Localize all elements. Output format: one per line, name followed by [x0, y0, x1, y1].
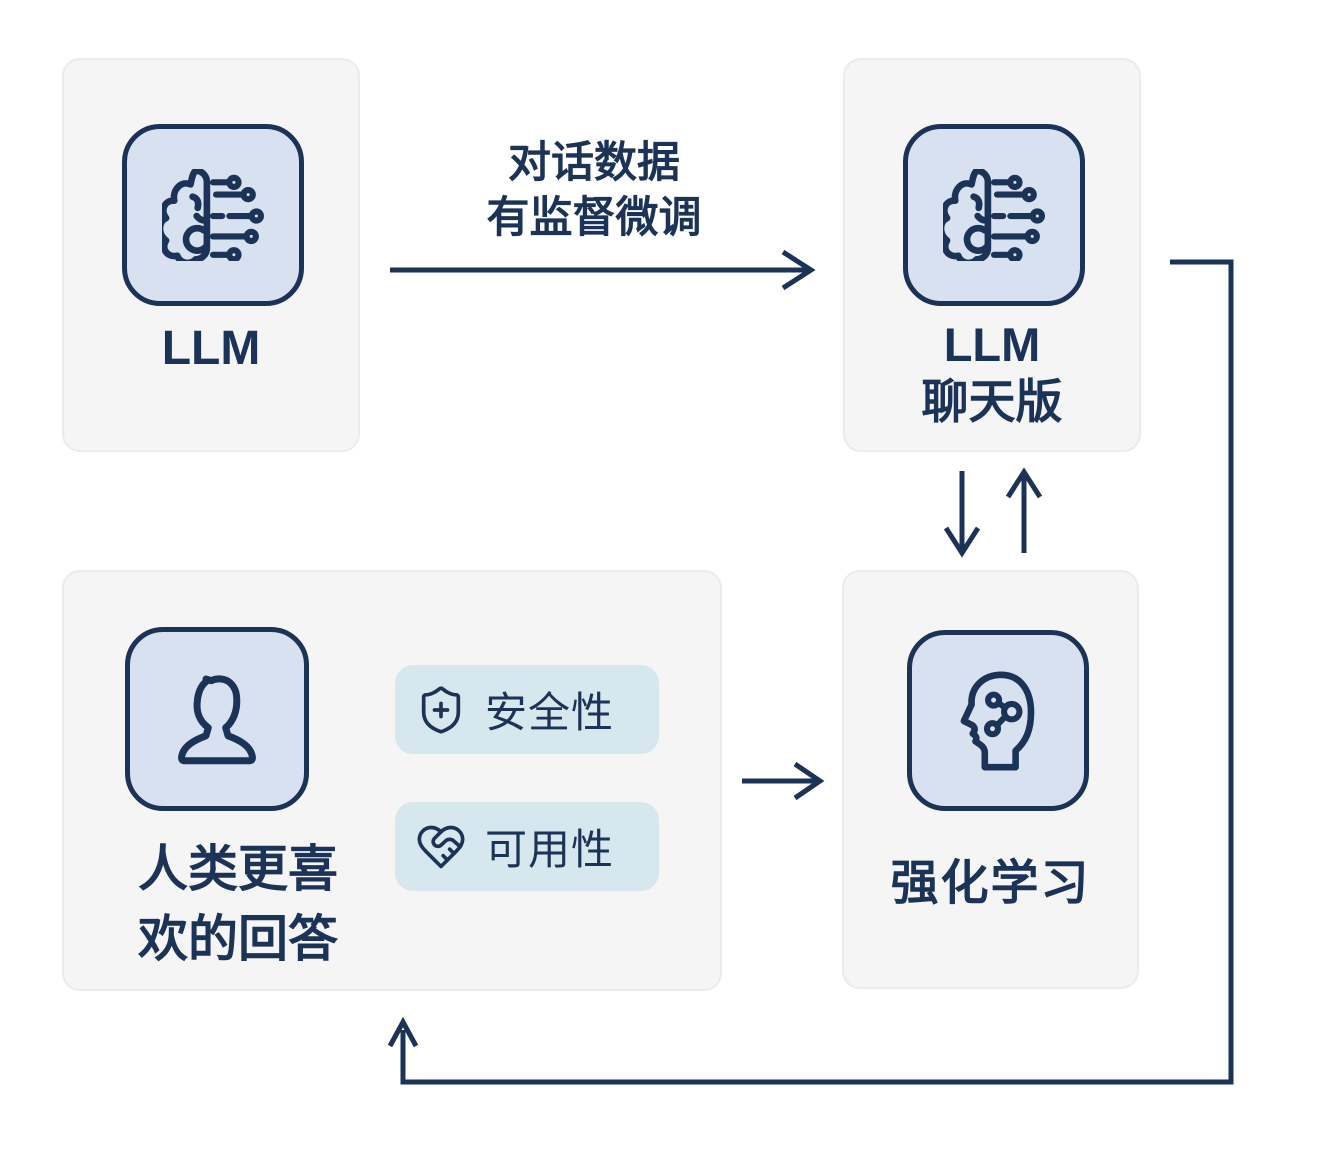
node-llm: LLM	[62, 58, 360, 452]
badge-usability-label: 可用性	[485, 826, 615, 873]
node-llm-chat-label-line1: LLM	[943, 318, 1041, 371]
node-human-label-line1: 人类更喜	[138, 841, 338, 897]
badge-usability: 可用性	[395, 802, 659, 891]
node-reinforcement-learning: 强化学习	[842, 570, 1139, 989]
brain-circuit-icon	[162, 169, 264, 261]
llm-chat-icon-tile	[903, 124, 1085, 306]
heart-handshake-icon	[417, 825, 465, 868]
rl-icon-tile	[907, 630, 1089, 811]
arrow-human-to-rl	[742, 761, 825, 801]
arrow-rl-to-chat-up	[1005, 467, 1043, 553]
shield-plus-icon	[421, 685, 461, 734]
head-network-icon	[960, 671, 1035, 770]
node-llm-chat-label-line2: 聊天版	[921, 375, 1063, 428]
llm-icon-tile	[122, 124, 304, 306]
node-llm-label: LLM	[161, 322, 261, 375]
edge-label-sft-line2: 有监督微调	[486, 194, 702, 242]
arrow-chat-to-rl-down	[943, 471, 981, 558]
badge-safety-label: 安全性	[485, 689, 615, 736]
node-human-preference: 人类更喜 欢的回答 安全性 可用性	[62, 570, 722, 991]
edge-label-sft: 对话数据 有监督微调	[394, 136, 794, 246]
node-human-preference-label: 人类更喜 欢的回答	[138, 834, 338, 974]
node-llm-chat-label: LLM 聊天版	[845, 316, 1139, 430]
person-icon	[178, 675, 256, 765]
node-rl-label: 强化学习	[890, 857, 1091, 910]
arrow-sft	[390, 249, 816, 291]
badge-safety: 安全性	[395, 665, 659, 754]
node-human-label-line2: 欢的回答	[138, 911, 338, 967]
node-llm-chat: LLM 聊天版	[843, 58, 1141, 452]
edge-label-sft-line1: 对话数据	[508, 139, 680, 187]
person-icon-tile	[125, 627, 309, 811]
brain-circuit-icon	[943, 169, 1045, 261]
